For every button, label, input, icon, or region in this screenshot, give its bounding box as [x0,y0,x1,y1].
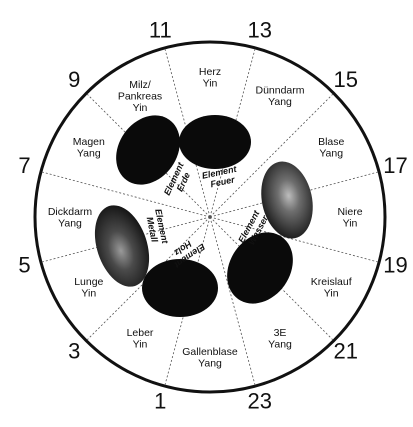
organ-segment-label-line: Yang [58,217,82,229]
organ-segment-label-line: Gallenblase [182,346,238,358]
organ-segment-label-line: Magen [73,136,105,148]
organ-segment-label-line: Herz [199,66,221,78]
organ-segment-label-line: 3E [274,327,287,339]
organ-segment-label-line: Yin [324,287,339,299]
organ-segment-label-line: Niere [337,206,362,218]
organ-segment-label-line: Yang [319,147,343,159]
hour-label: 5 [18,253,30,278]
organ-segment-label-line: Pankreas [118,90,162,102]
organ-segment-label-line: Yang [198,357,222,369]
organ-segment-label-line: Yin [133,102,148,114]
element-blob-fire [179,115,251,169]
hour-label: 13 [247,17,271,42]
organ-segment-label-line: Yin [81,287,96,299]
organ-segment-label-line: Milz/ [129,79,151,91]
hour-label: 19 [383,253,407,278]
hour-label: 23 [247,388,271,413]
organ-segment-label-line: Dünndarm [255,85,304,97]
hour-label: 7 [18,153,30,178]
element-blob-water [254,157,319,244]
organ-segment-label-line: Yang [268,96,292,108]
hour-label: 21 [334,339,358,364]
hour-label: 15 [334,67,358,92]
organ-segment-label-line: Lunge [74,276,103,288]
organ-segment-label-line: Yang [268,339,292,351]
organ-segment-label-line: Kreislauf [311,276,352,288]
hour-label: 3 [68,339,80,364]
hour-label: 1 [154,388,166,413]
hour-label: 17 [383,153,407,178]
hour-label: 11 [149,17,172,42]
element-label-metal: Element Metall [143,208,170,249]
element-blobs [85,103,319,317]
organ-segment-label-line: Yang [77,147,101,159]
hour-label: 9 [68,67,80,92]
organ-segment-label-line: Blase [318,136,344,148]
organ-segment-label-line: Dickdarm [48,206,93,218]
organ-segment-label-line: Leber [127,327,154,339]
organ-segment-label-line: Yin [203,77,218,89]
organ-segment-label-line: Yin [133,339,148,351]
organ-segment-label-line: Yin [343,217,358,229]
